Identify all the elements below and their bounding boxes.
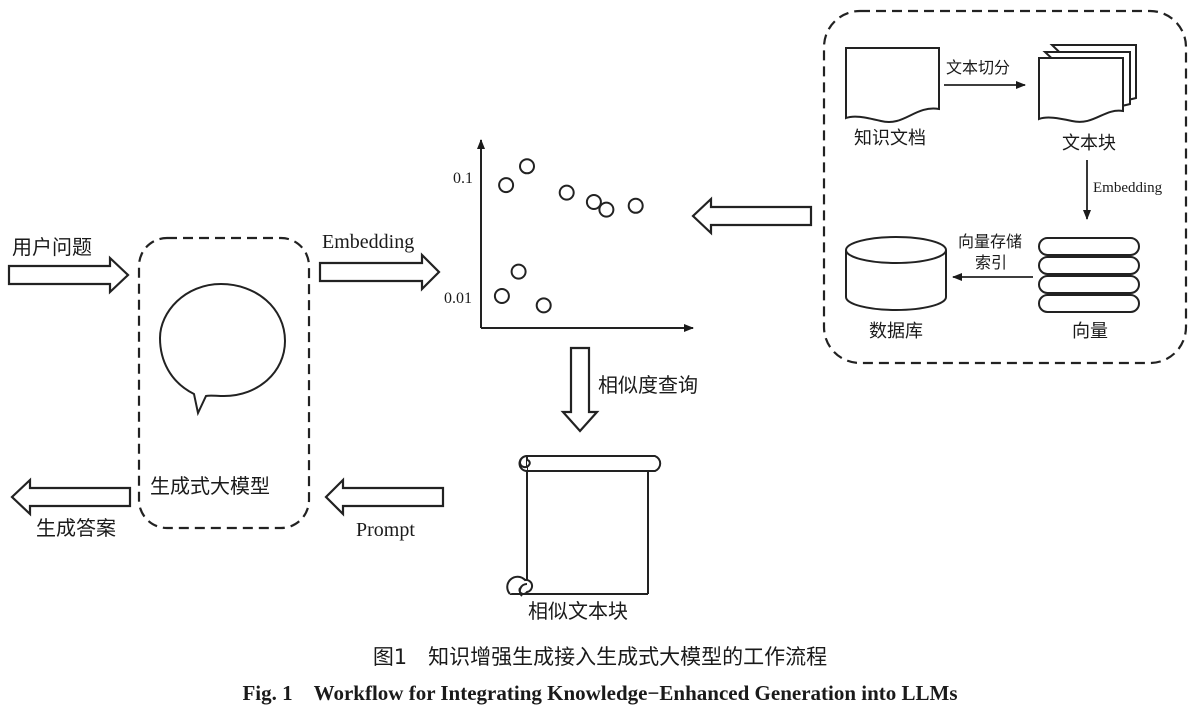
text-chunks-icon	[1038, 44, 1137, 123]
y-tick-high: 0.1	[453, 170, 473, 187]
scatter-point	[598, 201, 615, 218]
scroll-icon	[506, 455, 662, 597]
database-icon	[845, 236, 947, 311]
prompt-arrow	[324, 477, 445, 517]
scatter-point	[535, 297, 552, 314]
user-question-arrow	[7, 255, 130, 295]
scatter-point	[493, 288, 510, 304]
generate-answer-arrow	[10, 477, 132, 517]
scatter-point	[627, 197, 644, 214]
similarity-query-label: 相似度查询	[598, 373, 698, 397]
embedding-arrow	[318, 252, 441, 292]
scatter-point	[558, 184, 575, 201]
vectors-icon	[1038, 237, 1140, 313]
scatter-points	[493, 158, 644, 314]
scatter-plot: 0.1 0.01	[444, 139, 694, 332]
scatter-point	[498, 177, 515, 194]
database-label: 数据库	[869, 321, 923, 342]
text-chunks-label: 文本块	[1062, 133, 1116, 154]
similar-chunks-label: 相似文本块	[528, 599, 628, 623]
prompt-label: Prompt	[356, 519, 415, 541]
vectors-label: 向量	[1072, 321, 1108, 342]
scatter-point	[585, 194, 602, 210]
scatter-point	[519, 158, 535, 175]
text-split-label: 文本切分	[946, 58, 1010, 77]
caption-english: Fig. 1 Workflow for Integrating Knowledg…	[242, 681, 957, 705]
knowledge-panel	[822, 9, 1188, 365]
embedding-label: Embedding	[322, 231, 414, 253]
speech-bubble-icon	[158, 282, 287, 417]
vector-index-label-line2: 索引	[975, 253, 1007, 272]
llm-label: 生成式大模型	[150, 474, 270, 498]
vector-index-label-line1: 向量存储	[958, 232, 1022, 251]
scatter-point	[510, 263, 527, 280]
generate-answer-label: 生成答案	[36, 516, 116, 540]
caption-chinese: 图1 知识增强生成接入生成式大模型的工作流程	[373, 645, 827, 669]
user-question-label: 用户问题	[12, 235, 92, 259]
document-icon	[845, 47, 940, 124]
knowledge-doc-label: 知识文档	[854, 128, 926, 149]
similarity-query-arrow	[560, 346, 600, 433]
panel-embedding-label: Embedding	[1093, 180, 1163, 196]
retrieval-arrow	[691, 196, 813, 236]
llm-container	[137, 236, 311, 530]
y-tick-low: 0.01	[444, 290, 472, 307]
